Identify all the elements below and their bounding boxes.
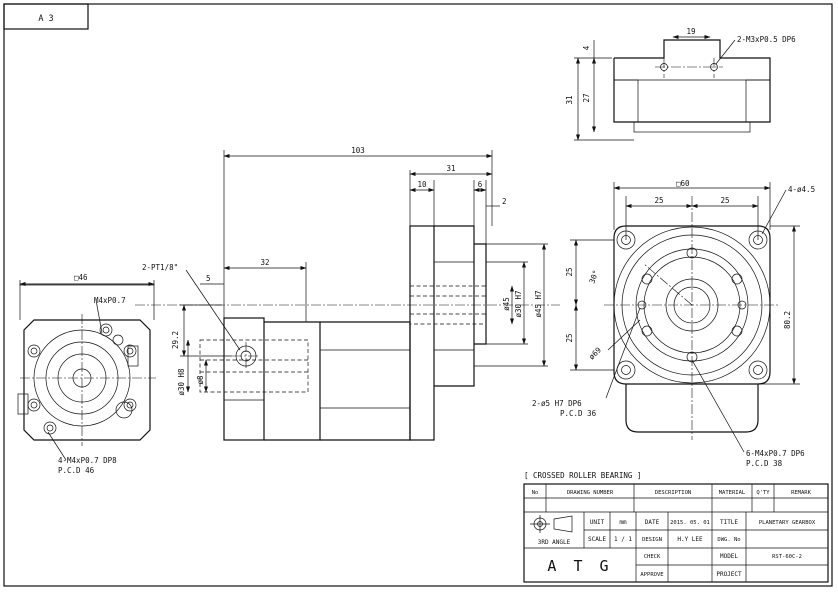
dim-side-6: 6 (478, 180, 483, 189)
sheet-size-label: A 3 (38, 14, 53, 24)
dim-side-d8: ø8 (196, 375, 205, 385)
tb-design-label: DESIGN (642, 537, 662, 543)
dim-front-25b: 25 (720, 196, 729, 205)
tb-check-label: CHECK (644, 554, 661, 560)
dim-side-d30h7: ø30 H7 (514, 290, 523, 317)
tb-head-qty: Q'TY (756, 490, 770, 496)
dim-left-pcd: P.C.D 46 (58, 466, 95, 475)
side-view: 103 31 10 6 2 32 5 2-PT1/8" 29.2 ø30 H8 … (135, 146, 560, 441)
dim-side-d30h8: ø30 H8 (177, 368, 186, 396)
tb-head-description: DESCRIPTION (655, 490, 691, 496)
dim-left-holes: 4-M4xP0.7 DP8 (58, 456, 117, 465)
tb-head-material: MATERIAL (719, 490, 746, 496)
dim-front-802: 80.2 (783, 311, 792, 329)
sheet-size-box (3, 3, 89, 30)
tb-design-value: H.Y LEE (677, 536, 703, 543)
tb-head-remark: REMARK (791, 490, 812, 496)
dim-front-pin-pcd: P.C.D 36 (560, 409, 597, 418)
dim-top-27: 27 (582, 93, 591, 102)
dim-top-thread: 2-M3xP0.5 DP6 (737, 35, 796, 44)
projection-symbol-icon (530, 515, 573, 533)
dim-side-10: 10 (417, 180, 427, 189)
tb-head-no: No (532, 490, 539, 496)
dim-side-pt: 2-PT1/8" (142, 263, 178, 272)
dim-front-25a: 25 (654, 196, 663, 205)
dim-front-30deg: 30° (587, 269, 600, 285)
tb-scale-label: SCALE (588, 536, 606, 543)
dim-side-32: 32 (260, 258, 269, 267)
dim-top-19: 19 (686, 27, 695, 36)
dim-front-25c: 25 (565, 267, 574, 276)
sheet-border (3, 3, 833, 587)
dim-side-103: 103 (351, 146, 365, 155)
dim-top-31: 31 (565, 95, 574, 104)
dim-side-5: 5 (206, 274, 211, 283)
tb-scale-value: 1 / 1 (614, 536, 632, 543)
tb-projection-label: 3RD ANGLE (538, 539, 571, 546)
front-view: □60 25 25 25 25 30° (532, 179, 815, 468)
dim-side-292: 29.2 (171, 331, 180, 349)
title-block: No DRAWING NUMBER DESCRIPTION MATERIAL Q… (523, 483, 829, 583)
tb-date-label: DATE (645, 519, 660, 526)
tb-project-label: PROJECT (716, 571, 742, 578)
tb-unit-label: UNIT (590, 519, 605, 526)
dim-left-m4: M4xP0.7 (94, 296, 126, 305)
tb-date-value: 2015. 05. 01 (670, 520, 710, 526)
dim-front-25d: 25 (565, 333, 574, 342)
tb-head-drawing-number: DRAWING NUMBER (567, 490, 614, 496)
tb-company-logo: A T G (547, 557, 612, 575)
tb-unit-value: mm (619, 519, 627, 526)
tb-title-label: TITLE (720, 519, 738, 526)
tb-model-value: RST-60C-2 (772, 554, 802, 560)
dim-side-31: 31 (446, 164, 455, 173)
top-view: 19 2-M3xP0.5 DP6 31 27 4 (565, 27, 796, 141)
tb-approve-label: APPROVE (640, 572, 663, 578)
left-view: □46 M4xP0.7 4-M4xP0.7 DP8 P.C.D 46 (17, 273, 156, 475)
bearing-note: [ CROSSED ROLLER BEARING ] (524, 471, 641, 480)
dim-left-sq46: □46 (74, 273, 88, 282)
dim-side-d45: ø45 (502, 297, 511, 311)
tb-title-value: PLANETARY GEARBOX (759, 520, 816, 526)
dim-front-taps-pcd: P.C.D 38 (746, 459, 783, 468)
dim-front-pin: 2-ø5 H7 DP6 (532, 399, 582, 408)
dim-front-taps: 6-M4xP0.7 DP6 (746, 449, 805, 458)
dim-side-d45h7: ø45 H7 (534, 290, 543, 317)
dim-front-d69: ø69 (587, 345, 603, 361)
tb-dwg-label: DWG. No (717, 537, 740, 543)
dim-side-2: 2 (502, 197, 507, 206)
dim-top-4: 4 (582, 45, 591, 50)
tb-model-label: MODEL (720, 553, 738, 560)
dim-front-d45: 4-ø4.5 (788, 185, 815, 194)
dim-front-sq60: □60 (676, 179, 690, 188)
